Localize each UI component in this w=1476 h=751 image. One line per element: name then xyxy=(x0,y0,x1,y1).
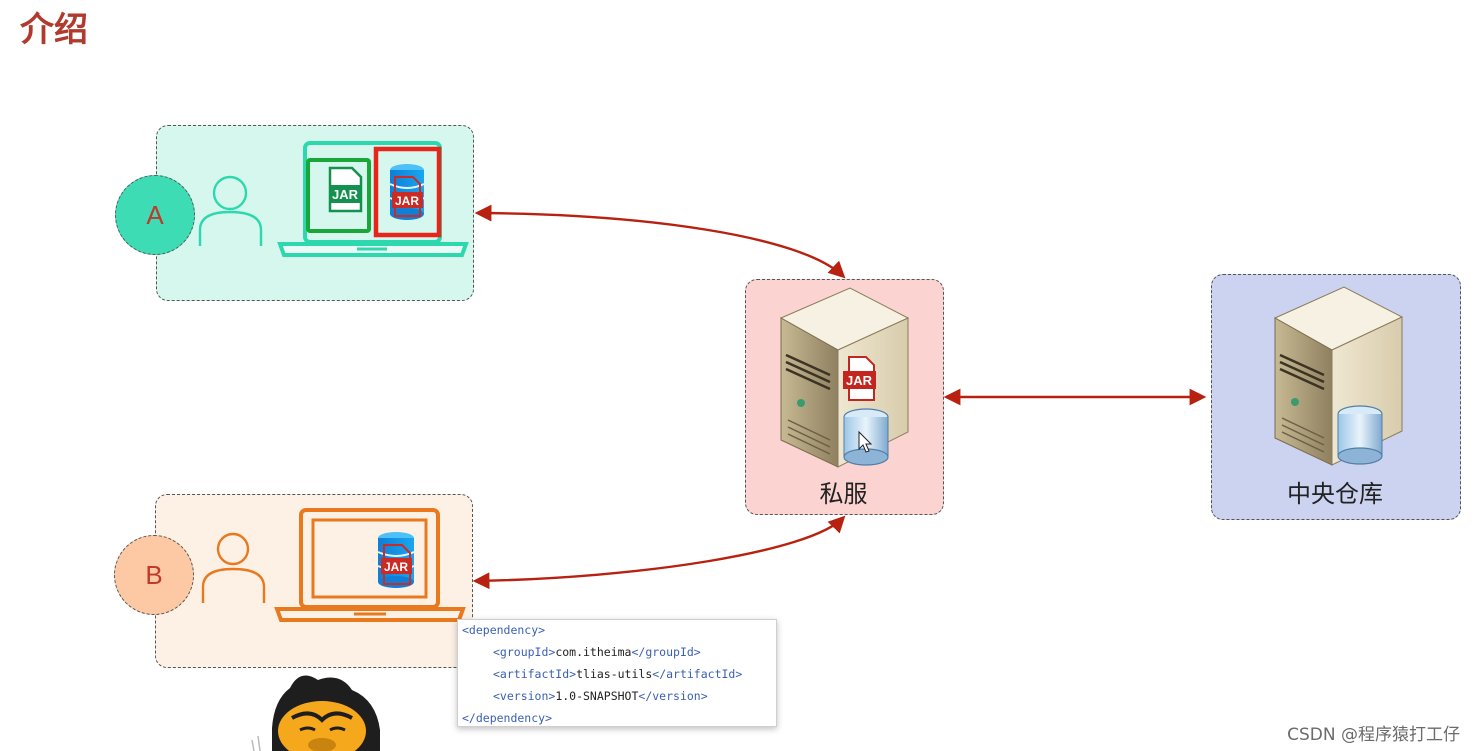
database-jar-icon-b: JAR xyxy=(377,532,415,588)
user-a-icon xyxy=(198,175,263,246)
svg-text:JAR: JAR xyxy=(384,560,408,574)
code-line-version: <version>1.0-SNAPSHOT</version> xyxy=(493,689,708,703)
code-line-groupid: <groupId>com.itheima</groupId> xyxy=(493,645,701,659)
database-jar-icon-a: JAR xyxy=(389,164,425,220)
jar-file-icon-green: JAR xyxy=(328,166,363,213)
cursor-icon xyxy=(858,430,873,453)
user-b-icon xyxy=(201,532,266,603)
laptop-b-icon xyxy=(274,508,466,622)
dependency-code-snippet: <dependency> <groupId>com.itheima</group… xyxy=(457,619,777,727)
svg-text:JAR: JAR xyxy=(395,194,419,208)
svg-text:JAR: JAR xyxy=(332,187,359,202)
code-line-dependency-open: <dependency> xyxy=(462,623,546,637)
code-line-artifactid: <artifactId>tlias-utils</artifactId> xyxy=(493,667,743,681)
developer-a-badge: A xyxy=(115,175,195,255)
arrow-b-private xyxy=(472,515,846,590)
svg-text:JAR: JAR xyxy=(846,373,873,388)
watermark: CSDN @程序猿打工仔 xyxy=(1287,725,1460,745)
code-line-dependency-close: </dependency> xyxy=(462,711,553,725)
private-server-icon: JAR xyxy=(779,287,910,468)
private-server-label: 私服 xyxy=(819,480,868,508)
arrow-a-private xyxy=(474,204,846,279)
central-repo-label: 中央仓库 xyxy=(1287,480,1383,508)
page-title: 介绍 xyxy=(20,10,88,50)
developer-b-badge: B xyxy=(114,535,194,615)
central-server-icon xyxy=(1273,286,1404,466)
monkey-mascot-icon xyxy=(251,675,380,751)
